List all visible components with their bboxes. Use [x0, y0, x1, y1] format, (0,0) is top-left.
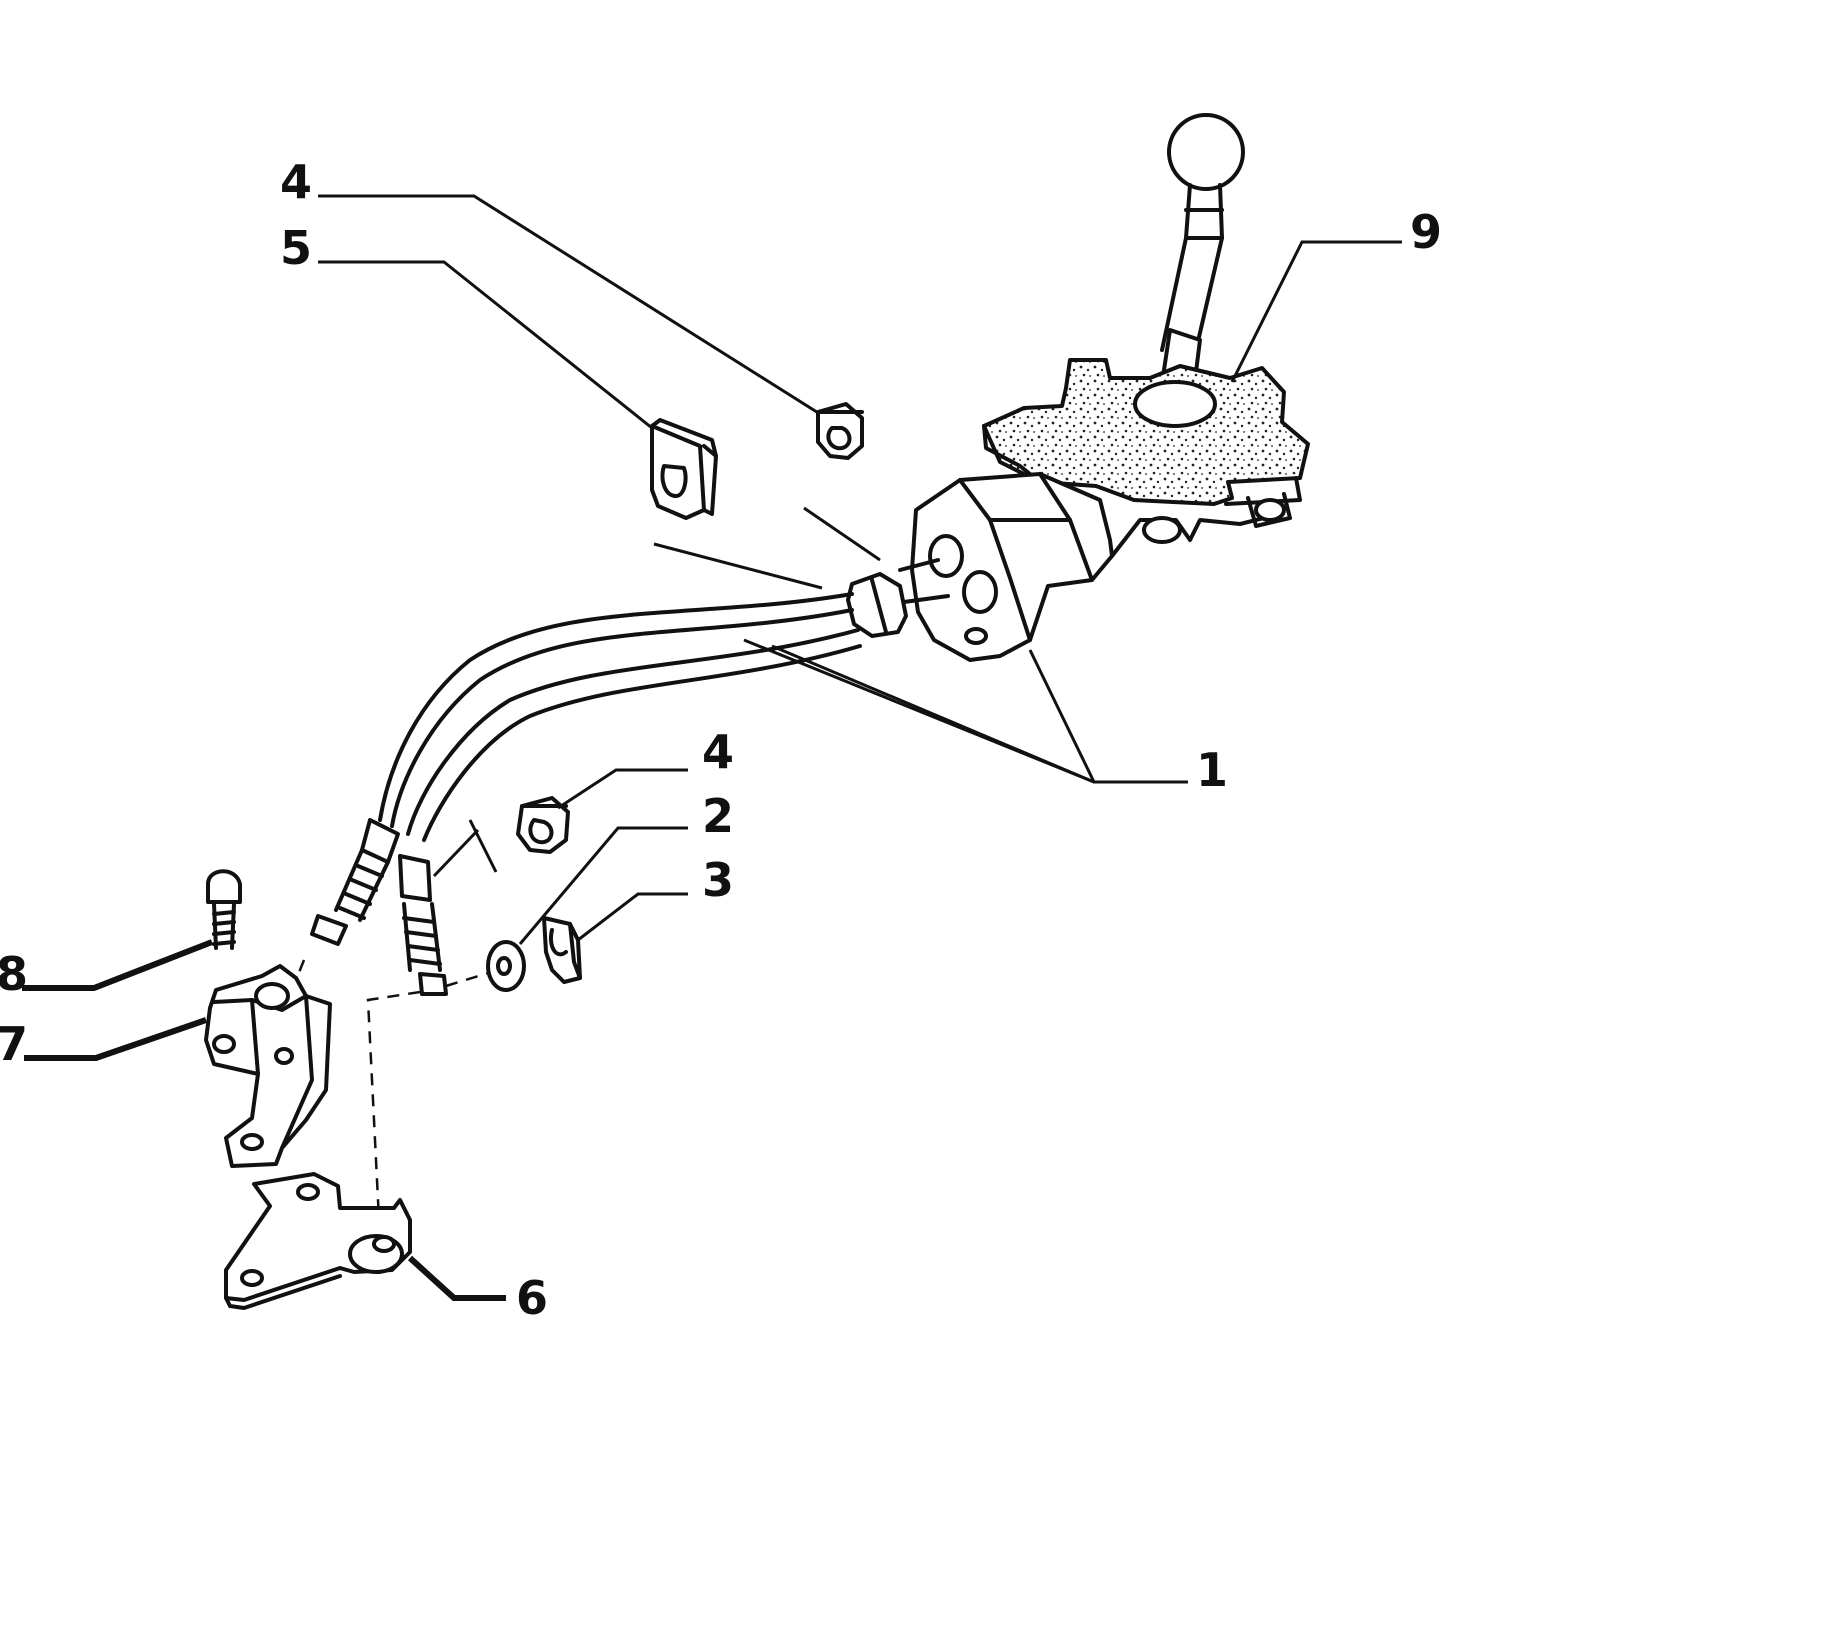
callout-4-top: 4	[280, 155, 312, 209]
callout-7: 7	[0, 1017, 28, 1071]
bolt	[206, 869, 242, 950]
callout-8: 8	[0, 947, 28, 1001]
cable-clip-mid	[516, 796, 570, 854]
cable-end-left	[310, 818, 400, 946]
callout-5: 5	[280, 221, 312, 275]
boot-plate	[982, 358, 1310, 506]
bracket-upper	[204, 964, 332, 1168]
callout-2: 2	[702, 789, 734, 843]
washer	[486, 940, 526, 992]
gear-knob	[1167, 113, 1245, 191]
spring-clip	[542, 916, 582, 984]
lever-shaft	[1160, 236, 1224, 352]
bracket-lower	[224, 1172, 412, 1310]
callout-4-mid: 4	[702, 725, 734, 779]
callout-3: 3	[702, 853, 734, 907]
retaining-clip	[650, 418, 718, 520]
gear-cables	[378, 592, 862, 842]
callout-9: 9	[1410, 205, 1442, 259]
callout-1: 1	[1196, 743, 1228, 797]
cable-end-right	[398, 854, 448, 996]
callout-6: 6	[516, 1271, 548, 1325]
leader-lines	[22, 194, 1402, 1301]
callout-labels: 4 5 9 1 4 2 3 8 7 6	[0, 155, 1442, 1325]
cable-clip-top	[816, 402, 864, 460]
selector-housing	[910, 472, 1292, 662]
cable-grommet	[846, 558, 950, 638]
